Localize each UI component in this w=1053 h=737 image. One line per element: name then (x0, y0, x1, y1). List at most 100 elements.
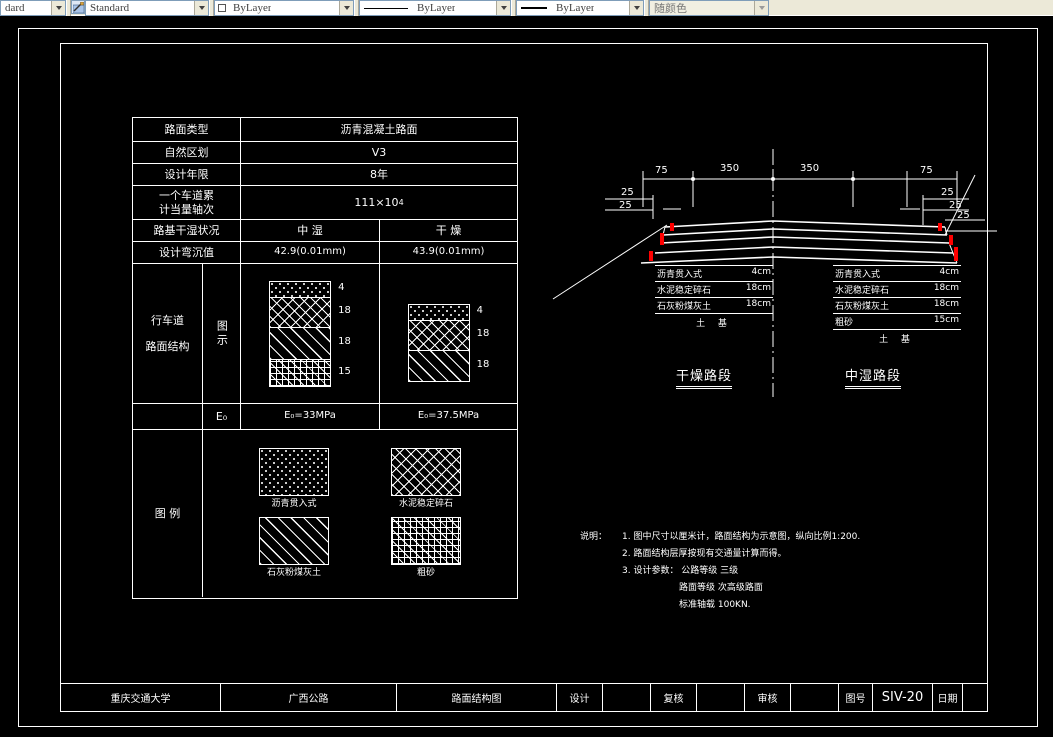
axle-load-label-line1: 一个车道累 (159, 188, 214, 202)
titleblock-project: 广西公路 (221, 684, 397, 711)
titleblock-approve-value[interactable] (791, 684, 839, 711)
note-row: 3. 设计参数： 公路等级 三级 (580, 563, 860, 580)
layer-thickness: 18cm (933, 283, 959, 293)
dim-left-crossfall-a: 25 (621, 187, 634, 198)
lineweight-combo[interactable]: ByLayer (516, 0, 644, 16)
layer-row: 石灰粉煤灰土 18cm (655, 298, 773, 314)
axle-load-number: 111×10 (354, 195, 399, 209)
subgrade-dry-value: 干 燥 (435, 223, 462, 237)
deflection-dry-value: 43.9(0.01mm) (412, 246, 485, 258)
design-life-value: 8年 (370, 167, 388, 181)
dim-left-shoulder: 75 (655, 165, 668, 176)
cross-section-geometry (552, 149, 997, 397)
thickness-value: 18 (338, 305, 351, 317)
linetype-combo[interactable]: ByLayer (359, 0, 511, 16)
layer-name: 石灰粉煤灰土 (835, 302, 890, 312)
natural-zone-value: V3 (371, 145, 387, 159)
titleblock-number-value[interactable]: SIV-20 (873, 684, 933, 711)
chevron-down-icon (754, 1, 768, 15)
layer-row: 沥青贯入式 4cm (833, 265, 961, 282)
titleblock-review-value[interactable] (697, 684, 745, 711)
dimstyle-icon[interactable] (71, 0, 85, 14)
legend-swatch-lime (259, 516, 329, 565)
legend-swatch-asphalt (259, 448, 329, 497)
dim-right-shoulder: 75 (920, 165, 933, 176)
structure-dry-diagram: 4 18 18 (380, 264, 517, 403)
titleblock-design-value[interactable] (603, 684, 651, 711)
layer-thickness: 18cm (933, 299, 959, 309)
thickness-value: 18 (476, 328, 490, 340)
structure-label: 行车道 路面结构 (133, 264, 203, 403)
layer-name: 石灰粉煤灰土 (657, 302, 712, 312)
natural-zone-label: 自然区划 (133, 142, 241, 163)
note-subtext: 路面等级 次高级路面 (679, 583, 763, 594)
table-row: 设计弯沉值 42.9(0.01mm) 43.9(0.01mm) (133, 242, 517, 264)
title-block: 重庆交通大学 广西公路 路面结构图 设计 复核 审核 图号 SIV-20 日期 (60, 683, 988, 712)
legend-item: 石灰粉煤灰土 (248, 516, 340, 579)
e0-label: E₀ (203, 404, 241, 429)
thickness-value: 18 (338, 336, 351, 348)
structure-label-line1: 行车道 (151, 313, 184, 327)
titleblock-date-value[interactable] (963, 684, 987, 711)
thickness-value: 18 (476, 359, 490, 371)
plotstyle-combo: 随颜色 (649, 0, 769, 16)
layer-asphalt (269, 280, 332, 297)
wet-subgrade-label: 土 基 (879, 335, 915, 345)
structure-column-wet (269, 280, 332, 387)
legend-caption: 石灰粉煤灰土 (266, 567, 321, 578)
e0-wet-value: E₀=33MPa (241, 404, 380, 429)
toolbar-grip[interactable] (644, 0, 649, 16)
deflection-label: 设计弯沉值 (133, 242, 241, 263)
legend-swatch-sand (391, 516, 461, 565)
layer-row: 水泥稳定碎石 18cm (655, 282, 773, 298)
titleblock-date-label: 日期 (933, 684, 963, 711)
note-row: 路面等级 次高级路面 (580, 580, 860, 597)
layer-combo-value: ByLayer (233, 2, 272, 14)
titleblock-drawing-title: 路面结构图 (397, 684, 557, 711)
toolbar-grip[interactable] (511, 0, 516, 16)
diagram-label: 图示 (203, 264, 241, 403)
notes-heading-spacer (580, 563, 614, 580)
toolbar-grip[interactable] (66, 0, 71, 16)
chevron-down-icon[interactable] (51, 1, 65, 15)
titleblock-design-label: 设计 (557, 684, 603, 711)
thickness-value: 15 (338, 366, 351, 378)
table-row: 行车道 路面结构 图示 4 18 (133, 264, 517, 404)
legend-caption: 水泥稳定碎石 (398, 499, 453, 510)
linetype-combo-value: ByLayer (417, 2, 456, 14)
toolbar-grip[interactable] (209, 0, 214, 16)
diagram-label-text: 图示 (215, 319, 229, 348)
textstyle-combo-value: dard (5, 2, 25, 14)
layer-thickness: 18cm (745, 283, 771, 293)
chevron-down-icon[interactable] (629, 1, 643, 15)
note-row: 2. 路面结构层厚按现有交通量计算而得。 (580, 546, 860, 563)
drawing-canvas[interactable]: 路面类型 沥青混凝土路面 自然区划 V3 设计年限 8年 一个车道累 计当量轴次… (0, 17, 1053, 737)
layer-thickness: 4cm (939, 267, 959, 277)
chevron-down-icon[interactable] (339, 1, 353, 15)
notes-heading-spacer (580, 546, 614, 563)
plotstyle-combo-value: 随颜色 (654, 3, 687, 15)
lineweight-preview-icon (521, 7, 547, 9)
dim-right-crossfall-a: 25 (941, 187, 954, 198)
table-row: 设计年限 8年 (133, 164, 517, 186)
axle-load-label: 一个车道累 计当量轴次 (133, 186, 241, 219)
layer-sand (269, 358, 332, 387)
toolbar-grip[interactable] (354, 0, 359, 16)
layer-asphalt (407, 303, 470, 320)
layer-name: 沥青贯入式 (657, 270, 703, 280)
layer-row: 粗砂 15cm (833, 314, 961, 330)
textstyle-combo[interactable]: dard (0, 0, 66, 16)
chevron-down-icon[interactable] (194, 1, 208, 15)
note-subtext: 标准轴载 100KN. (679, 600, 751, 611)
dimstyle-combo[interactable]: Standard (85, 0, 209, 16)
layer-row: 石灰粉煤灰土 18cm (833, 298, 961, 314)
structure-column-dry (407, 303, 470, 382)
layer-combo[interactable]: ByLayer (214, 0, 354, 16)
pavement-parameter-table: 路面类型 沥青混凝土路面 自然区划 V3 设计年限 8年 一个车道累 计当量轴次… (132, 117, 518, 599)
dim-right-crossfall-b: 25 (949, 200, 962, 211)
note-row: 标准轴载 100KN. (580, 597, 860, 614)
chevron-down-icon[interactable] (496, 1, 510, 15)
cross-section-drawing: 75 350 350 75 25 25 25 25 25 沥青贯入式 4cm 水… (545, 147, 1005, 417)
